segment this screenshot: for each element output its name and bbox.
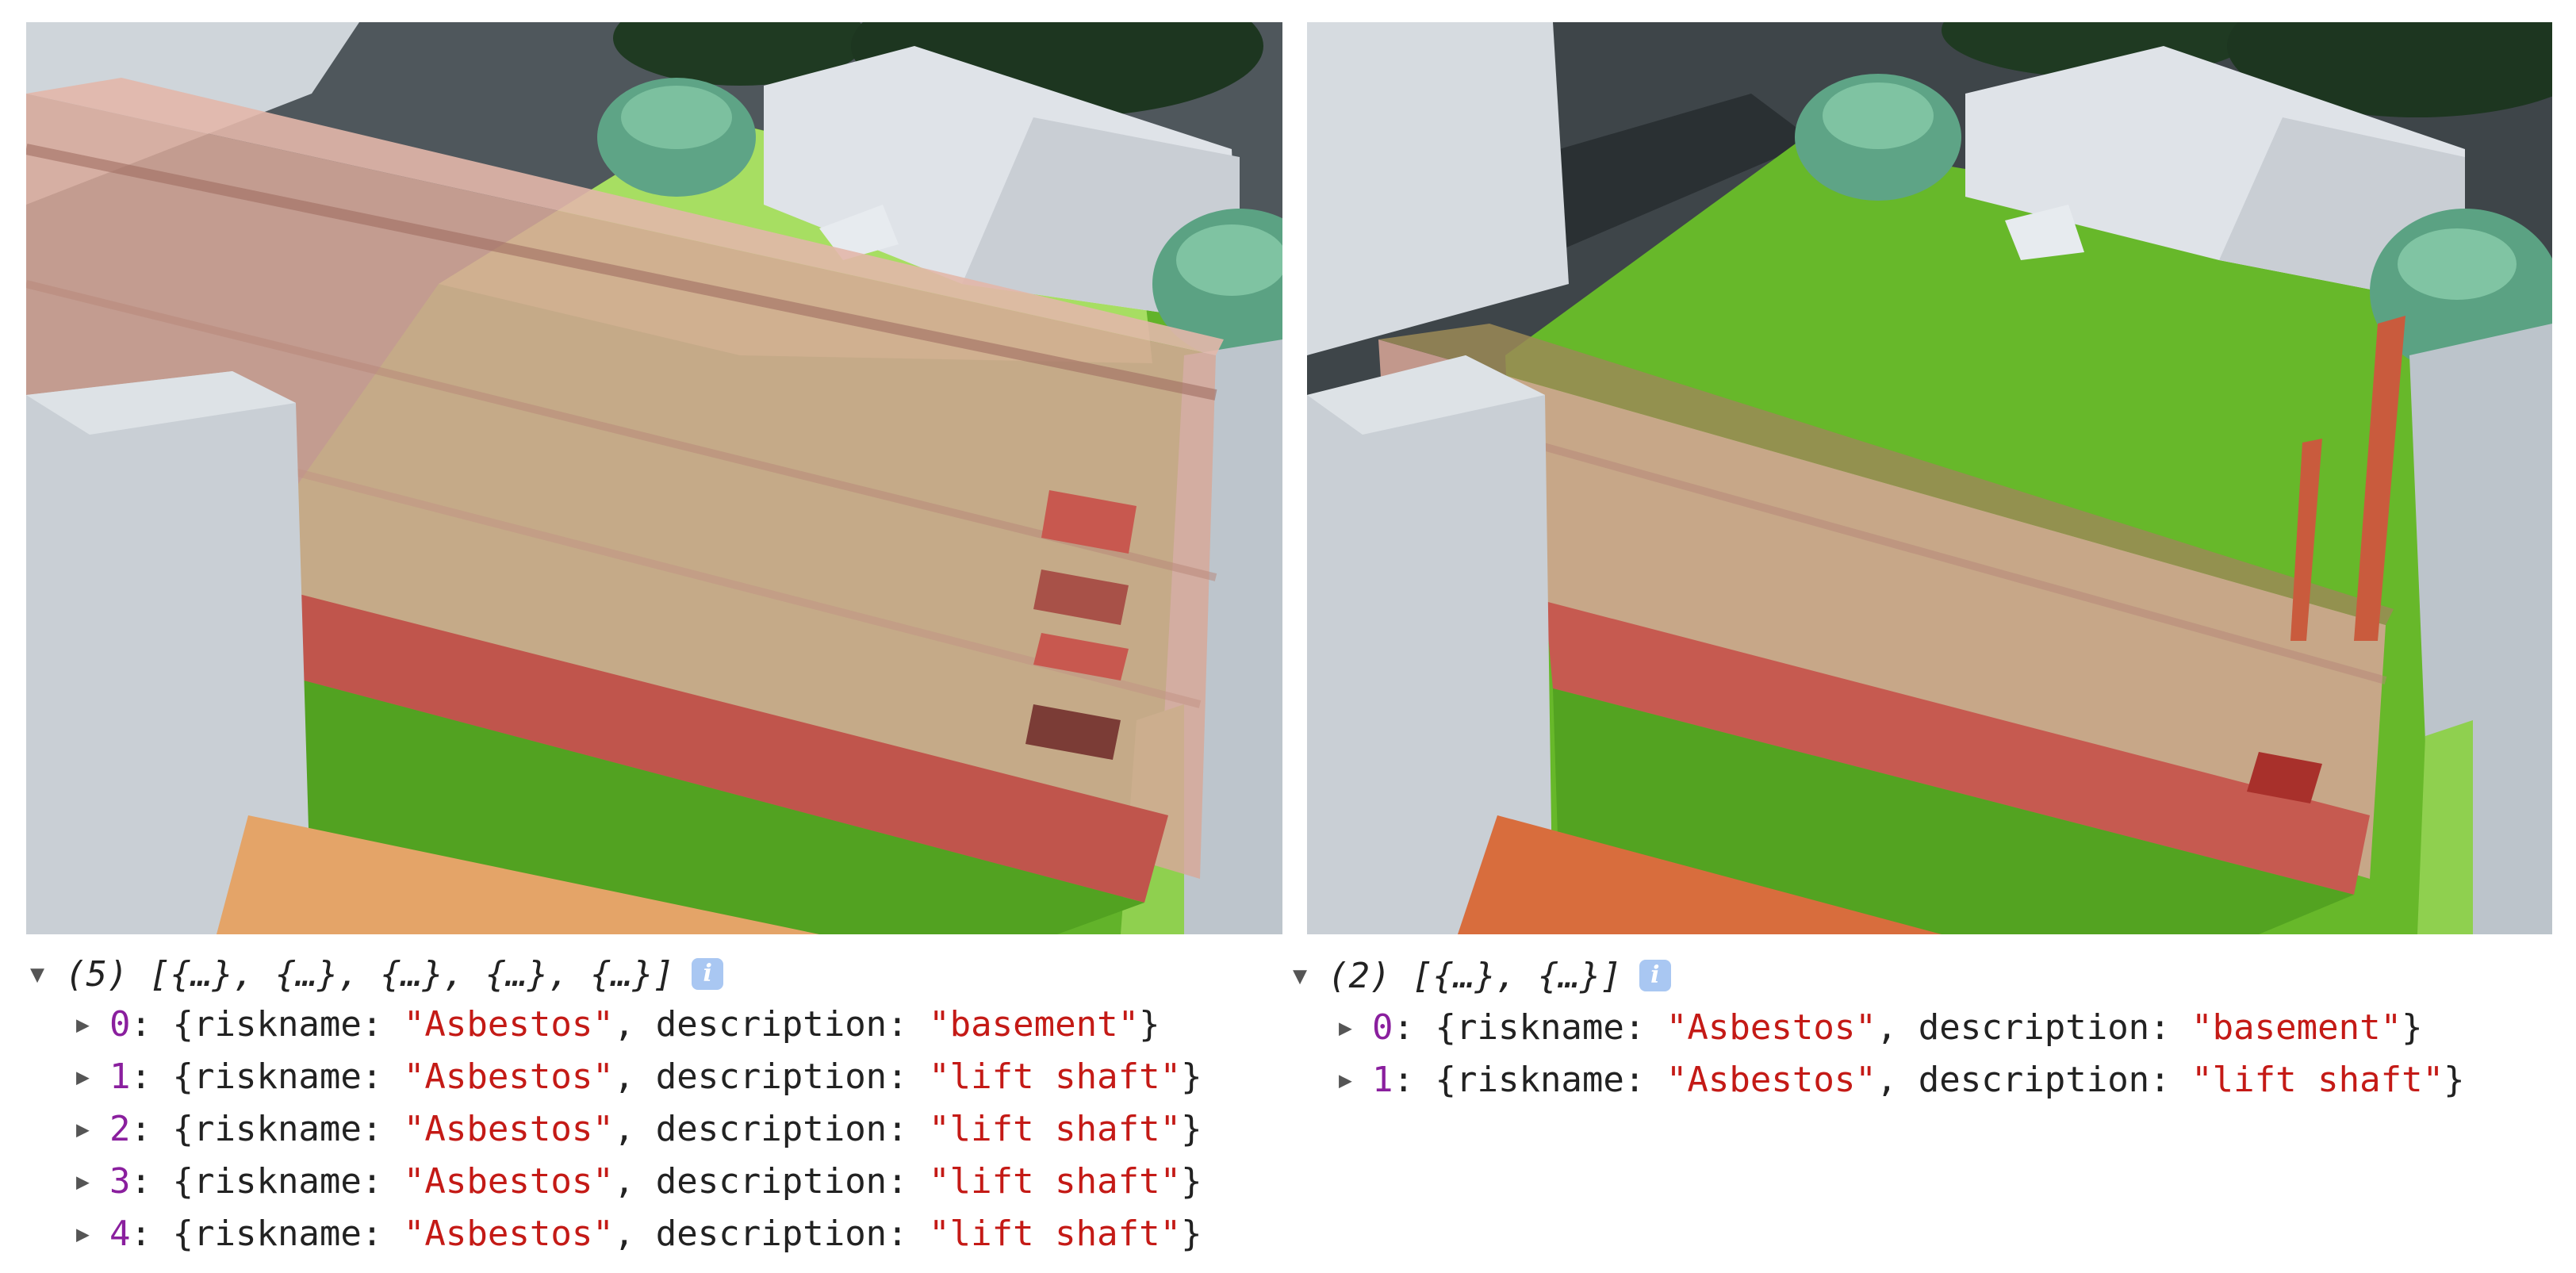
collapsed-triangle-icon[interactable]: ▶	[1339, 1066, 1352, 1093]
orange-ground	[217, 815, 819, 934]
lift-shaft-block	[2247, 752, 2322, 803]
lift-shaft-block	[1025, 704, 1121, 760]
array-summary[interactable]: ▼(5) [{…}, {…}, {…}, {…}, {…}]i	[30, 948, 724, 1000]
array-entry[interactable]: ▶4: {riskname: "Asbestos", description: …	[76, 1213, 1202, 1254]
lift-shaft-block	[1033, 569, 1129, 625]
collapsed-triangle-icon[interactable]: ▶	[1339, 1014, 1352, 1041]
lift-shaft-bar	[2290, 439, 2322, 641]
collapsed-triangle-icon[interactable]: ▶	[76, 1220, 90, 1247]
array-entry[interactable]: ▶1: {riskname: "Asbestos", description: …	[76, 1056, 1202, 1097]
right-panel: ▼(2) [{…}, {…}]i ▶0: {riskname: "Asbesto…	[1285, 0, 2576, 1273]
info-icon[interactable]: i	[1639, 960, 1671, 991]
collapsed-triangle-icon[interactable]: ▶	[76, 1168, 90, 1194]
scene-render	[26, 22, 1282, 934]
left-panel: ▼(5) [{…}, {…}, {…}, {…}, {…}]i ▶0: {ris…	[0, 0, 1285, 1273]
risk-volume-basement	[1545, 601, 2370, 895]
expand-triangle-icon[interactable]: ▼	[1293, 961, 1308, 990]
building-left-tall	[1307, 22, 1569, 355]
risk-volume-basement	[296, 593, 1168, 903]
3d-viewport-right[interactable]	[1307, 22, 2552, 934]
building-lower-left	[26, 371, 312, 934]
lift-shaft-block	[1041, 490, 1137, 554]
array-entry[interactable]: ▶2: {riskname: "Asbestos", description: …	[76, 1108, 1202, 1149]
array-summary[interactable]: ▼(2) [{…}, {…}]i	[1293, 949, 1671, 1002]
array-entry[interactable]: ▶1: {riskname: "Asbestos", description: …	[1339, 1059, 2465, 1100]
building-lower-left	[1307, 355, 1553, 934]
collapsed-triangle-icon[interactable]: ▶	[76, 1063, 90, 1090]
array-entry[interactable]: ▶0: {riskname: "Asbestos", description: …	[76, 1003, 1160, 1045]
collapsed-triangle-icon[interactable]: ▶	[76, 1115, 90, 1142]
tree-canopy	[613, 22, 867, 86]
scene-render	[1307, 22, 2552, 934]
tree-canopy	[2227, 22, 2552, 117]
info-icon[interactable]: i	[692, 958, 724, 990]
collapsed-triangle-icon[interactable]: ▶	[76, 1010, 90, 1037]
expand-triangle-icon[interactable]: ▼	[30, 960, 45, 988]
lift-shaft-block	[1033, 633, 1129, 681]
lift-shaft-bar	[2354, 316, 2405, 641]
array-entry[interactable]: ▶3: {riskname: "Asbestos", description: …	[76, 1160, 1202, 1202]
orange-ground	[1458, 815, 1942, 934]
array-entry[interactable]: ▶0: {riskname: "Asbestos", description: …	[1339, 1007, 2423, 1048]
3d-viewport-left[interactable]	[26, 22, 1282, 934]
